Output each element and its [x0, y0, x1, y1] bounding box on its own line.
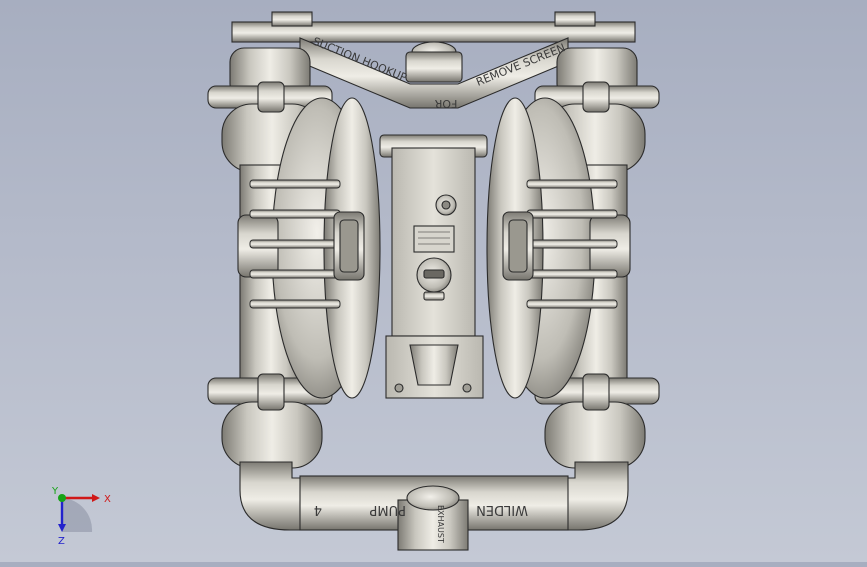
pump-text: PUMP: [369, 502, 406, 517]
left-chamber: [237, 97, 381, 399]
top-manifold: [231, 11, 636, 109]
orientation-triad: X Y Z: [51, 486, 111, 547]
for-text: FOR: [434, 97, 457, 110]
x-axis-arrow: [92, 494, 100, 502]
center-body: [379, 134, 488, 399]
x-axis-label: X: [104, 494, 111, 505]
y-axis-point: [58, 494, 66, 502]
size-text: 4: [314, 502, 322, 517]
y-axis-label: Y: [51, 486, 59, 497]
z-axis-label: Z: [58, 536, 65, 547]
exhaust-text: EXHAUST: [436, 505, 445, 543]
right-chamber: [486, 97, 631, 399]
brand-text: WILDEN: [476, 502, 528, 517]
z-axis-arrow: [58, 524, 66, 532]
triad-plane: [62, 498, 93, 532]
bottom-manifold: [239, 461, 629, 551]
